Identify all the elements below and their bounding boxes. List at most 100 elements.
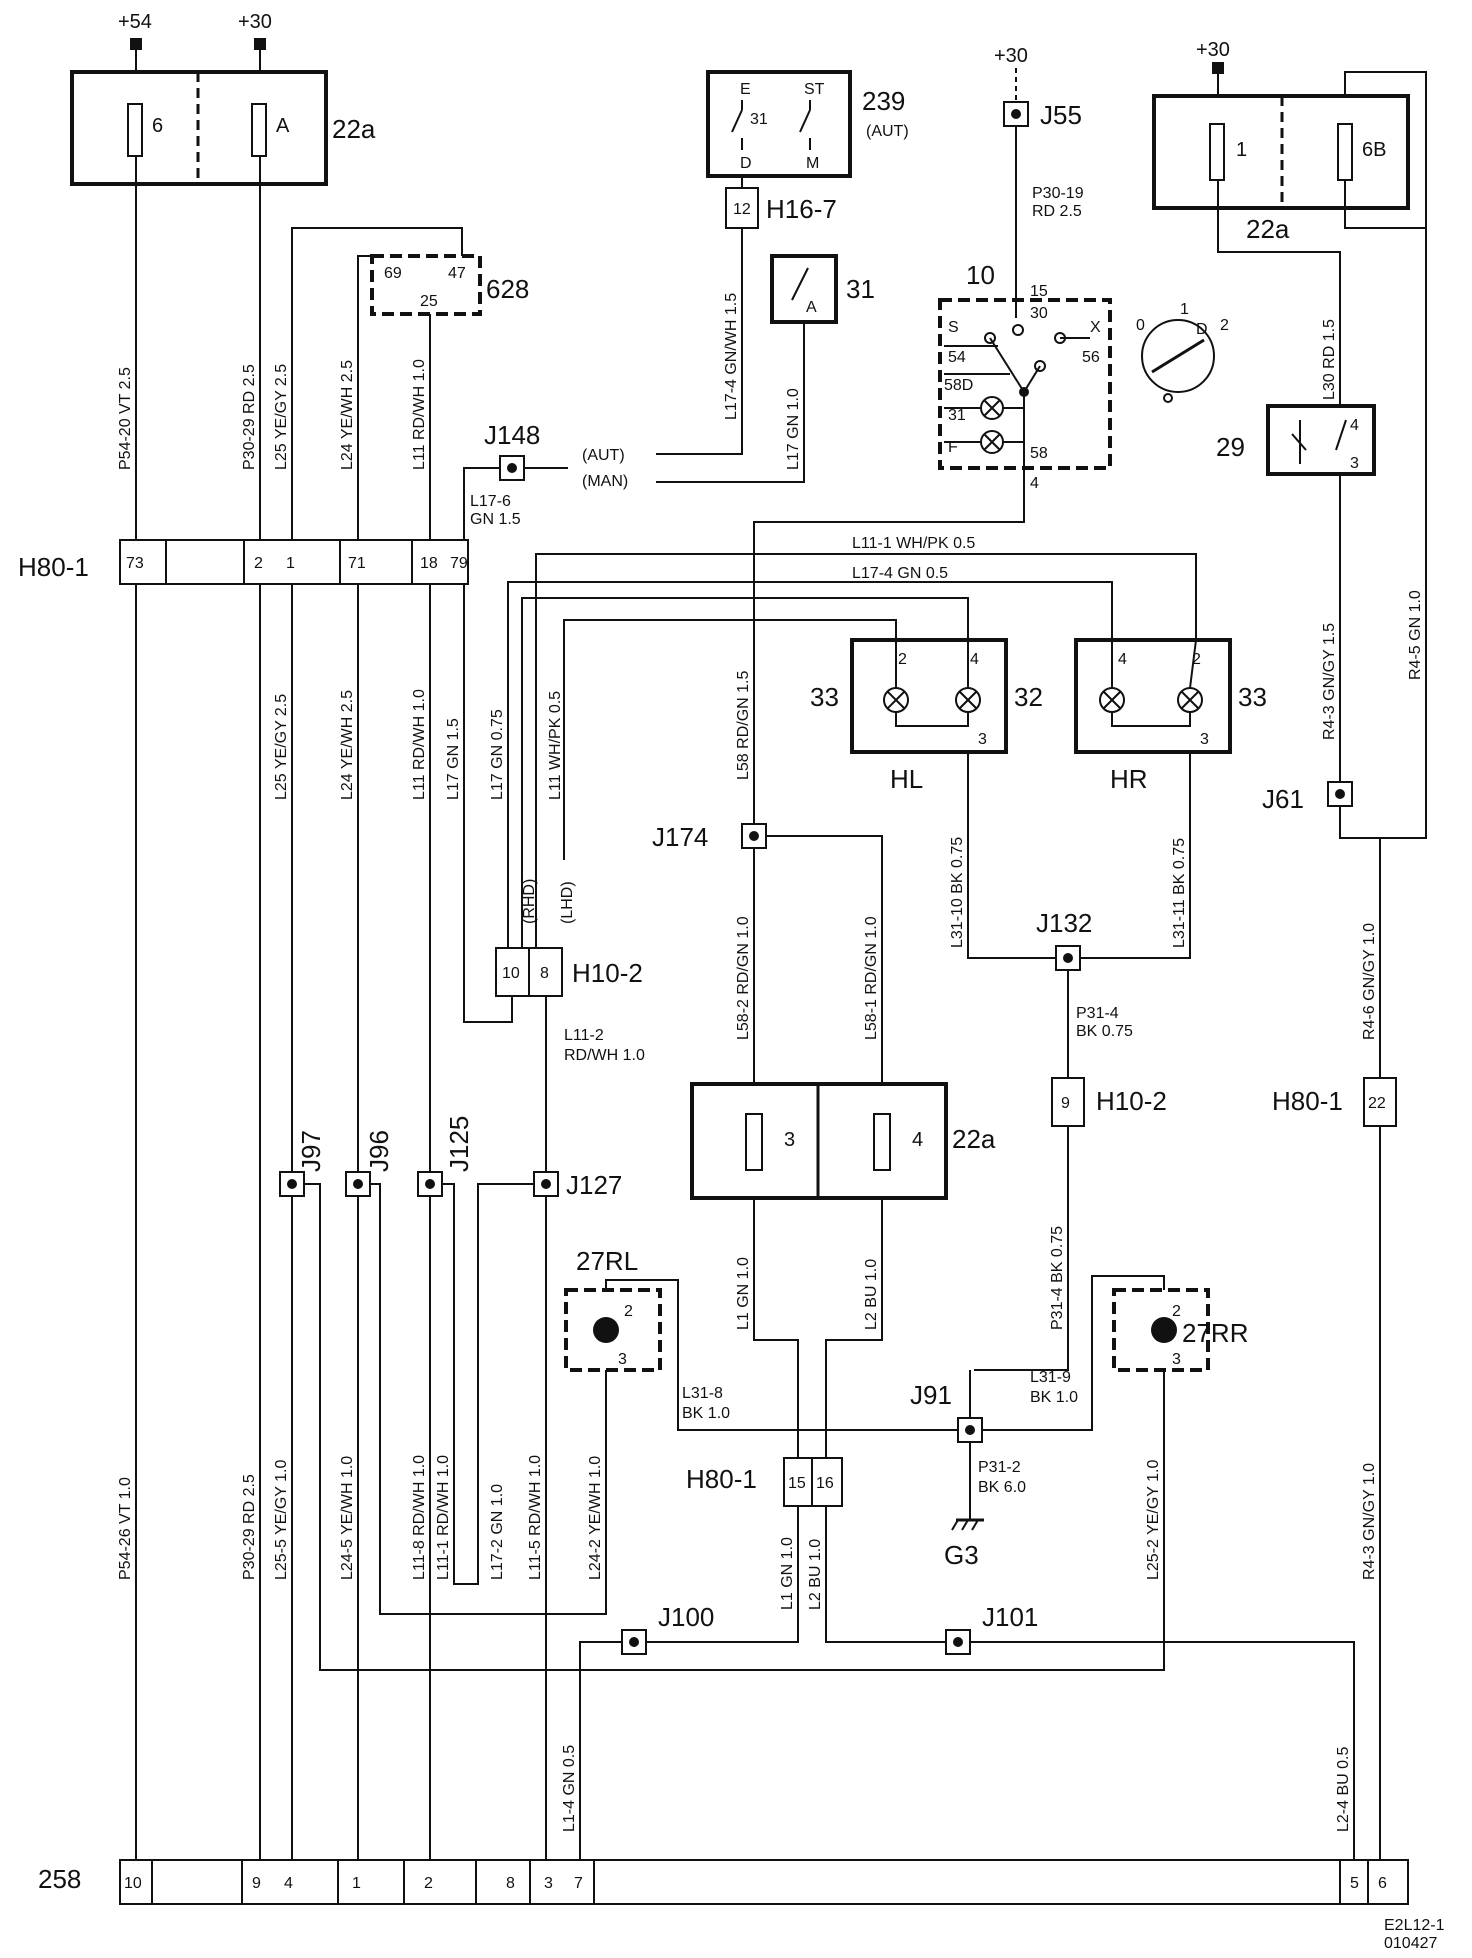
- fuse-3: [745, 1113, 763, 1171]
- fuse-6: [127, 103, 143, 157]
- component-239-frame: [706, 70, 852, 178]
- ignition-knob: 0 1 2 D: [1136, 301, 1229, 403]
- wire-l31-9-size: BK 1.0: [1030, 1389, 1078, 1406]
- ignition-switch-10: 10 15 30 S X 54 56 58D 31 F 58 4: [938, 260, 1112, 510]
- fuse-6b: [1337, 123, 1353, 181]
- supply-label-30-right: +30: [1196, 39, 1230, 61]
- diagram-code: E2L12-1: [1384, 1917, 1445, 1934]
- splice-j174-ref: J174: [652, 822, 708, 852]
- lamp-27rr: 27RR 2 3 L31-9 BK 1.0: [980, 1275, 1248, 1431]
- lamp-hl-pin-4: 4: [970, 651, 979, 668]
- splice-j97-ref: J97: [296, 1130, 326, 1172]
- wire-p31-4-size: BK 0.75: [1076, 1023, 1133, 1040]
- component-239-sub: (AUT): [866, 123, 909, 140]
- wire-label: L24-5 YE/WH 1.0: [339, 1456, 356, 1580]
- wire-p31-4: P31-4: [1076, 1005, 1119, 1022]
- wire-label: L1 GN 1.0: [735, 1257, 752, 1330]
- h80-1-pin-22: 22: [1368, 1095, 1386, 1112]
- footer-code: E2L12-1 010427: [1384, 1917, 1445, 1952]
- wire-label: L11-1 RD/WH 1.0: [435, 1455, 452, 1580]
- component-31-pin: A: [806, 299, 817, 316]
- connector-258-ref: 258: [38, 1864, 81, 1894]
- splice-j91-ref: J91: [910, 1380, 952, 1410]
- wire-l31-8-size: BK 1.0: [682, 1405, 730, 1422]
- fuse-6-label: 6: [152, 115, 163, 137]
- terminal-x: X: [1090, 319, 1101, 336]
- bus-l17-4: L17-4 GN 0.5: [852, 565, 948, 582]
- relay-pin-3: 3: [1350, 455, 1359, 472]
- h80-1-right-ref: H80-1: [1272, 1086, 1343, 1116]
- wire-label: L11 RD/WH 1.0: [411, 359, 428, 470]
- wire-l31-8: L31-8: [682, 1385, 723, 1402]
- fuse-a: [251, 103, 267, 157]
- terminal-30: [254, 38, 266, 50]
- connector-h80-1-top: H80-1 73 2 1 71 18 79: [18, 539, 469, 585]
- h10-2-pin-10: 10: [502, 965, 520, 982]
- wire-labels: P54-20 VT 2.5 P30-29 RD 2.5 L25 YE/GY 2.…: [117, 293, 1424, 1832]
- c258-pin-4: 4: [284, 1875, 293, 1892]
- wire-label: L2 BU 1.0: [807, 1539, 824, 1610]
- wire-label: L11 WH/PK 0.5: [547, 691, 564, 800]
- wire-p31-2-size: BK 6.0: [978, 1479, 1026, 1496]
- h10-2-pin-9: 9: [1061, 1095, 1070, 1112]
- fuse-box-top-right: +30 1 6B 22a: [1152, 39, 1427, 406]
- wire-label: P54-26 VT 1.0: [117, 1477, 134, 1580]
- fuse-a-label: A: [276, 115, 290, 137]
- wire-label: L24-2 YE/WH 1.0: [587, 1456, 604, 1580]
- connector-h80-1-body: [119, 539, 469, 585]
- splice-j55-ref: J55: [1040, 100, 1082, 130]
- connector-h10-2-left: (RHD) (LHD) 10 8 H10-2 L11-2 RD/WH 1.0: [463, 584, 645, 1172]
- wire-label: L2 BU 1.0: [863, 1259, 880, 1330]
- supply-label-30: +30: [238, 11, 272, 33]
- wire-l11-2-size: RD/WH 1.0: [564, 1047, 645, 1064]
- component-31-frame: [770, 254, 838, 324]
- wire-label: R4-3 GN/GY 1.5: [1321, 623, 1338, 740]
- wire-label: L31-10 BK 0.75: [949, 837, 966, 948]
- fuse-box-right-ref: 22a: [1246, 214, 1290, 244]
- knob-pos-d: D: [1196, 321, 1208, 338]
- relay-pin-4: 4: [1350, 417, 1359, 434]
- ground-g3: G3: [944, 1540, 979, 1570]
- wire-label: L1-4 GN 0.5: [561, 1745, 578, 1832]
- wire-label: L11-5 RD/WH 1.0: [527, 1455, 544, 1580]
- terminal-s: S: [948, 319, 959, 336]
- ignition-switch-ref: 10: [966, 260, 995, 290]
- wire-label: L25 YE/GY 2.5: [273, 694, 290, 800]
- terminal-56: 56: [1082, 349, 1100, 366]
- splice-j101-ref: J101: [982, 1602, 1038, 1632]
- lamp-unit-hr: 4 2 3 33 HR: [1074, 638, 1267, 794]
- fuse-box-ref: 22a: [332, 114, 376, 144]
- wire-label: L17-2 GN 1.0: [489, 1484, 506, 1580]
- wire-label: L11 RD/WH 1.0: [411, 689, 428, 800]
- h80-1-mid-ref: H80-1: [686, 1464, 757, 1494]
- splice-j91: J91 P31-2 BK 6.0 G3: [910, 1370, 1026, 1570]
- wire-label: L1 GN 1.0: [779, 1537, 796, 1610]
- pin-d: D: [740, 155, 752, 172]
- component-31: A 31: [770, 254, 875, 324]
- label-man: (MAN): [582, 473, 628, 490]
- terminal-4: 4: [1030, 475, 1039, 492]
- pin-25: 25: [420, 293, 438, 310]
- fuse-6b-label: 6B: [1362, 139, 1386, 161]
- h80-pin-16: 16: [816, 1475, 834, 1492]
- wire-label: P54-20 VT 2.5: [117, 367, 134, 470]
- diagram-date: 010427: [1384, 1935, 1437, 1952]
- pin-m: M: [806, 155, 819, 172]
- fuse-3-label: 3: [784, 1129, 795, 1151]
- c258-pin-8: 8: [506, 1875, 515, 1892]
- terminal-31: 31: [948, 407, 966, 424]
- fuse-box-mid: 3 4 22a: [690, 1082, 996, 1458]
- wire-label: L25 YE/GY 2.5: [273, 364, 290, 470]
- relay-29-frame: [1266, 404, 1376, 476]
- label-aut: (AUT): [582, 447, 625, 464]
- bus-lines: L11-1 WH/PK 0.5 L17-4 GN 0.5: [507, 510, 1197, 948]
- fuse-1-label: 1: [1236, 139, 1247, 161]
- wire-p30-19-size: RD 2.5: [1032, 203, 1082, 220]
- terminal-58: 58: [1030, 445, 1048, 462]
- knob-pos-1: 1: [1180, 301, 1189, 318]
- wire-label: L25-2 YE/GY 1.0: [1145, 1460, 1162, 1580]
- h80-pin-18: 18: [420, 555, 438, 572]
- splice-j61: J61: [1262, 228, 1427, 1078]
- c258-pin-10: 10: [124, 1875, 142, 1892]
- knob-pos-0: 0: [1136, 317, 1145, 334]
